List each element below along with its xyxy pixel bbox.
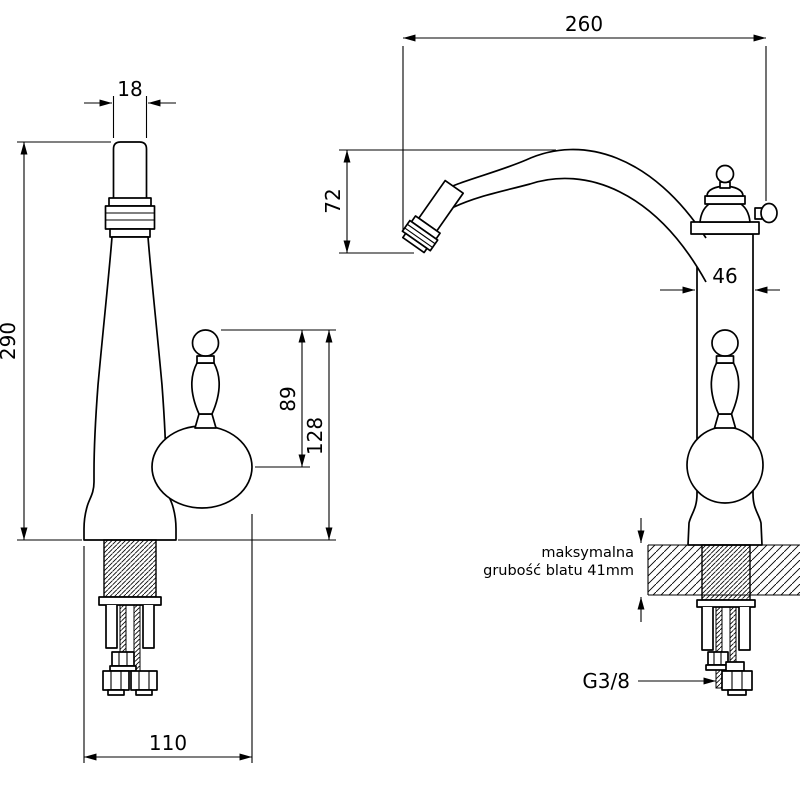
dim-handle-heights: 89 128 — [178, 329, 336, 541]
counter-thickness-note: maksymalna grubość blatu 41mm — [483, 518, 645, 622]
dim-total-height: 290 — [0, 141, 111, 541]
dim-spout-height: 72 — [321, 149, 556, 254]
front-handle-lever — [191, 362, 220, 415]
side-handle-knob — [711, 329, 739, 357]
front-spout — [104, 141, 156, 238]
counter-note-line1: maksymalna — [541, 545, 634, 561]
dim-spout-height-label: 72 — [321, 188, 345, 213]
front-handle — [151, 329, 253, 509]
dim-spout-width: 18 — [84, 77, 176, 138]
counter-note-line2: grubość blatu 41mm — [483, 563, 634, 579]
side-mounting-hardware — [696, 544, 756, 696]
dim-handle-top-height-label: 128 — [303, 417, 327, 455]
side-spout — [435, 148, 707, 283]
dim-handle-pivot-height-label: 89 — [276, 386, 300, 411]
dim-spout-reach-label: 260 — [565, 12, 603, 36]
front-handle-housing — [151, 425, 253, 509]
dim-base-width: 110 — [83, 514, 253, 763]
side-handle — [686, 329, 764, 504]
front-view: 18 290 89 128 110 — [0, 77, 336, 763]
dim-spout-reach: 260 — [402, 12, 767, 230]
thread-label: G3/8 — [582, 669, 630, 693]
dim-total-height-label: 290 — [0, 322, 20, 360]
dim-base-width-label: 110 — [149, 731, 187, 755]
dim-spout-width-label: 18 — [117, 77, 142, 101]
side-head-finial — [690, 164, 778, 235]
side-view: 260 72 46 maksymalna grubość blatu 41mm … — [321, 12, 800, 696]
side-spout-outlet — [401, 179, 465, 254]
countertop — [647, 544, 800, 596]
dim-body-width: 46 — [660, 264, 780, 294]
front-handle-knob — [191, 329, 220, 357]
front-body — [83, 236, 177, 541]
front-mounting-hardware — [98, 539, 162, 696]
thread-callout: G3/8 — [582, 669, 716, 693]
side-handle-housing — [686, 426, 764, 504]
side-handle-lever — [710, 362, 740, 415]
dim-body-width-label: 46 — [712, 264, 737, 288]
